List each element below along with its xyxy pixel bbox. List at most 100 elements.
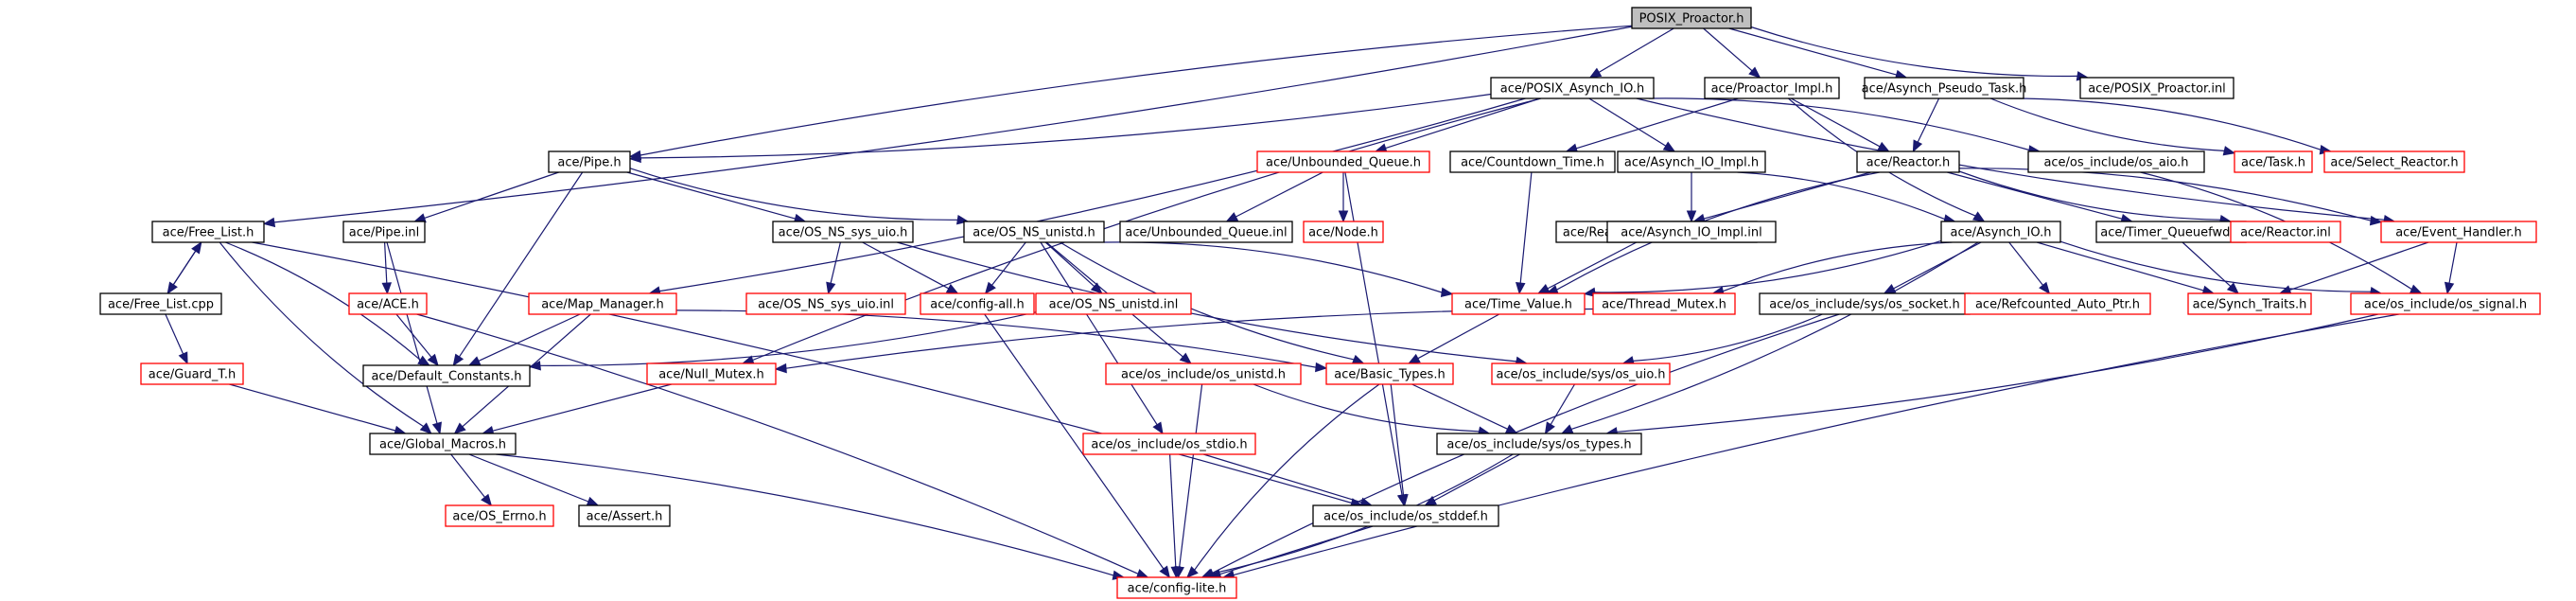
node-node_h[interactable]: ace/Node.h <box>1303 221 1384 243</box>
node-task_h[interactable]: ace/Task.h <box>2234 150 2313 173</box>
node-select_reactor[interactable]: ace/Select_Reactor.h <box>2323 150 2465 173</box>
node-box[interactable] <box>348 292 428 315</box>
node-box[interactable] <box>1606 221 1777 243</box>
node-pipe_h[interactable]: ace/Pipe.h <box>548 150 631 173</box>
node-countdown_time[interactable]: ace/Countdown_Time.h <box>1449 150 1616 173</box>
node-box[interactable] <box>1449 150 1616 173</box>
node-map_manager[interactable]: ace/Map_Manager.h <box>528 292 677 315</box>
node-box[interactable] <box>2380 221 2537 243</box>
edge-arrowhead <box>1588 67 1603 79</box>
node-box[interactable] <box>1964 292 2151 315</box>
node-posix_asynch_io[interactable]: ace/POSIX_Asynch_IO.h <box>1490 77 1655 99</box>
node-os_ns_sys_uio_inl[interactable]: ace/OS_NS_sys_uio.inl <box>745 292 906 315</box>
node-box[interactable] <box>1303 221 1384 243</box>
node-proactor_impl[interactable]: ace/Proactor_Impl.h <box>1704 77 1840 99</box>
node-free_list_h[interactable]: ace/Free_List.h <box>151 221 265 243</box>
node-thread_mutex[interactable]: ace/Thread_Mutex.h <box>1592 292 1736 315</box>
node-os_ns_unistd[interactable]: ace/OS_NS_unistd.h <box>963 221 1105 243</box>
node-asynch_pseudo_task[interactable]: ace/Asynch_Pseudo_Task.h <box>1862 77 2027 99</box>
node-box[interactable] <box>1436 433 1642 455</box>
node-box[interactable] <box>2027 150 2205 173</box>
node-reactor_inl[interactable]: ace/Reactor.inl <box>2230 221 2341 243</box>
edge-line <box>229 383 396 432</box>
node-timer_queuefwd[interactable]: ace/Timer_Queuefwd.h <box>2095 221 2247 243</box>
node-box[interactable] <box>1035 292 1192 315</box>
node-box[interactable] <box>2079 77 2234 99</box>
node-box[interactable] <box>362 364 531 387</box>
node-box[interactable] <box>1451 292 1586 315</box>
node-box[interactable] <box>1864 77 2024 99</box>
node-guard_t[interactable]: ace/Guard_T.h <box>140 362 244 385</box>
node-os_socket[interactable]: ace/os_include/sys/os_socket.h <box>1759 292 1971 315</box>
node-box[interactable] <box>1491 362 1671 385</box>
node-reactor_h[interactable]: ace/Reactor.h <box>1856 150 1960 173</box>
node-os_signal[interactable]: ace/os_include/os_signal.h <box>2350 292 2541 315</box>
node-box[interactable] <box>548 150 631 173</box>
node-box[interactable] <box>445 504 554 527</box>
node-box[interactable] <box>1119 221 1293 243</box>
node-pipe_inl[interactable]: ace/Pipe.inl <box>342 221 426 243</box>
node-box[interactable] <box>1704 77 1840 99</box>
node-box[interactable] <box>772 221 914 243</box>
node-os_unistd[interactable]: ace/os_include/os_unistd.h <box>1105 362 1302 385</box>
node-box[interactable] <box>2234 150 2313 173</box>
node-os_types[interactable]: ace/os_include/sys/os_types.h <box>1436 433 1642 455</box>
node-box[interactable] <box>2350 292 2541 315</box>
node-config_all[interactable]: ace/config-all.h <box>920 292 1035 315</box>
node-ace_h[interactable]: ace/ACE.h <box>348 292 428 315</box>
node-box[interactable] <box>1490 77 1655 99</box>
node-unbounded_queue[interactable]: ace/Unbounded_Queue.h <box>1256 150 1430 173</box>
node-box[interactable] <box>1256 150 1430 173</box>
node-box[interactable] <box>745 292 906 315</box>
node-box[interactable] <box>2323 150 2465 173</box>
node-time_value[interactable]: ace/Time_Value.h <box>1451 292 1586 315</box>
node-box[interactable] <box>1592 292 1736 315</box>
node-default_constants[interactable]: ace/Default_Constants.h <box>362 364 531 387</box>
node-box[interactable] <box>920 292 1035 315</box>
node-synch_traits[interactable]: ace/Synch_Traits.h <box>2187 292 2312 315</box>
node-box[interactable] <box>1082 433 1256 455</box>
node-box[interactable] <box>140 362 244 385</box>
node-event_handler[interactable]: ace/Event_Handler.h <box>2380 221 2537 243</box>
node-refcounted_auto_ptr[interactable]: ace/Refcounted_Auto_Ptr.h <box>1964 292 2151 315</box>
node-global_macros[interactable]: ace/Global_Macros.h <box>369 433 517 455</box>
node-box[interactable] <box>369 433 517 455</box>
node-box[interactable] <box>578 504 671 527</box>
node-box[interactable] <box>151 221 265 243</box>
node-os_ns_unistd_inl[interactable]: ace/OS_NS_unistd.inl <box>1035 292 1192 315</box>
node-box[interactable] <box>2187 292 2312 315</box>
node-os_uio[interactable]: ace/os_include/sys/os_uio.h <box>1491 362 1671 385</box>
node-assert_h[interactable]: ace/Assert.h <box>578 504 671 527</box>
node-box[interactable] <box>1116 576 1237 599</box>
node-box[interactable] <box>1325 362 1454 385</box>
node-box[interactable] <box>528 292 677 315</box>
node-os_stddef[interactable]: ace/os_include/os_stddef.h <box>1312 504 1499 527</box>
node-asynch_io_h[interactable]: ace/Asynch_IO.h <box>1940 221 2061 243</box>
node-box[interactable] <box>646 362 777 385</box>
node-os_ns_sys_uio[interactable]: ace/OS_NS_sys_uio.h <box>772 221 914 243</box>
node-null_mutex[interactable]: ace/Null_Mutex.h <box>646 362 777 385</box>
node-os_stdio[interactable]: ace/os_include/os_stdio.h <box>1082 433 1256 455</box>
node-label: ace/Asynch_IO_Impl.h <box>1624 156 1759 170</box>
node-unbounded_queue_inl[interactable]: ace/Unbounded_Queue.inl <box>1119 221 1293 243</box>
node-config_lite[interactable]: ace/config-lite.h <box>1116 576 1237 599</box>
node-box[interactable] <box>99 292 222 315</box>
node-box[interactable] <box>1631 7 1752 29</box>
node-basic_types[interactable]: ace/Basic_Types.h <box>1325 362 1454 385</box>
node-asynch_io_impl[interactable]: ace/Asynch_IO_Impl.h <box>1617 150 1766 173</box>
node-box[interactable] <box>342 221 426 243</box>
node-os_errno[interactable]: ace/OS_Errno.h <box>445 504 554 527</box>
node-root[interactable]: POSIX_Proactor.h <box>1631 7 1752 29</box>
node-box[interactable] <box>1105 362 1302 385</box>
node-free_list_cpp[interactable]: ace/Free_List.cpp <box>99 292 222 315</box>
node-os_aio[interactable]: ace/os_include/os_aio.h <box>2027 150 2205 173</box>
node-asynch_io_impl_inl[interactable]: ace/Asynch_IO_Impl.inl <box>1606 221 1777 243</box>
node-box[interactable] <box>1617 150 1766 173</box>
node-box[interactable] <box>1312 504 1499 527</box>
node-box[interactable] <box>1856 150 1960 173</box>
edge-line <box>629 168 958 221</box>
node-box[interactable] <box>963 221 1105 243</box>
node-box[interactable] <box>1940 221 2061 243</box>
node-posix_proactor_inl[interactable]: ace/POSIX_Proactor.inl <box>2079 77 2234 99</box>
node-box[interactable] <box>2230 221 2341 243</box>
